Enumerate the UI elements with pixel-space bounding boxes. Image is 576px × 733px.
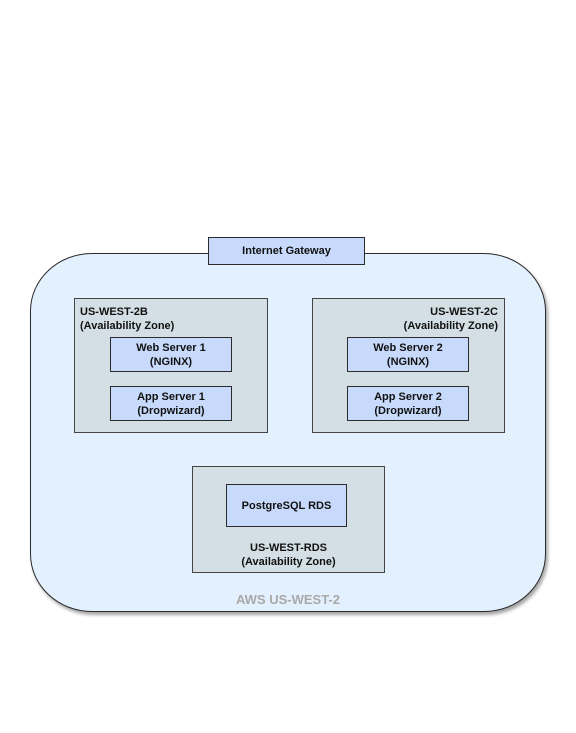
zone-us-west-rds-label: US-WEST-RDS (Availability Zone) [193,541,384,569]
database-label: PostgreSQL RDS [241,499,332,512]
server-name: App Server 1 [137,390,205,403]
server-name: Web Server 2 [373,341,443,354]
server-software: (Dropwizard) [374,404,442,417]
server-software: (Dropwizard) [137,404,205,417]
app-server-2: App Server 2 (Dropwizard) [347,386,469,421]
zone-type: (Availability Zone) [80,320,175,332]
app-server-1: App Server 1 (Dropwizard) [110,386,232,421]
zone-us-west-2c-label: US-WEST-2C (Availability Zone) [404,305,498,333]
internet-gateway-label: Internet Gateway [242,245,331,257]
postgresql-rds: PostgreSQL RDS [226,484,347,527]
region-label: AWS US-WEST-2 [188,592,388,607]
zone-us-west-2b-label: US-WEST-2B (Availability Zone) [80,305,174,333]
region-label-text: AWS US-WEST-2 [235,592,340,607]
zone-name: US-WEST-2B [80,306,148,318]
zone-name: US-WEST-RDS [250,542,327,554]
server-software: (NGINX) [149,355,193,368]
internet-gateway: Internet Gateway [208,237,365,265]
zone-name: US-WEST-2C [430,306,498,318]
server-software: (NGINX) [386,355,430,368]
server-name: Web Server 1 [136,341,206,354]
web-server-1: Web Server 1 (NGINX) [110,337,232,372]
web-server-2: Web Server 2 (NGINX) [347,337,469,372]
zone-type: (Availability Zone) [403,320,498,332]
zone-type: (Availability Zone) [241,556,336,568]
server-name: App Server 2 [374,390,442,403]
